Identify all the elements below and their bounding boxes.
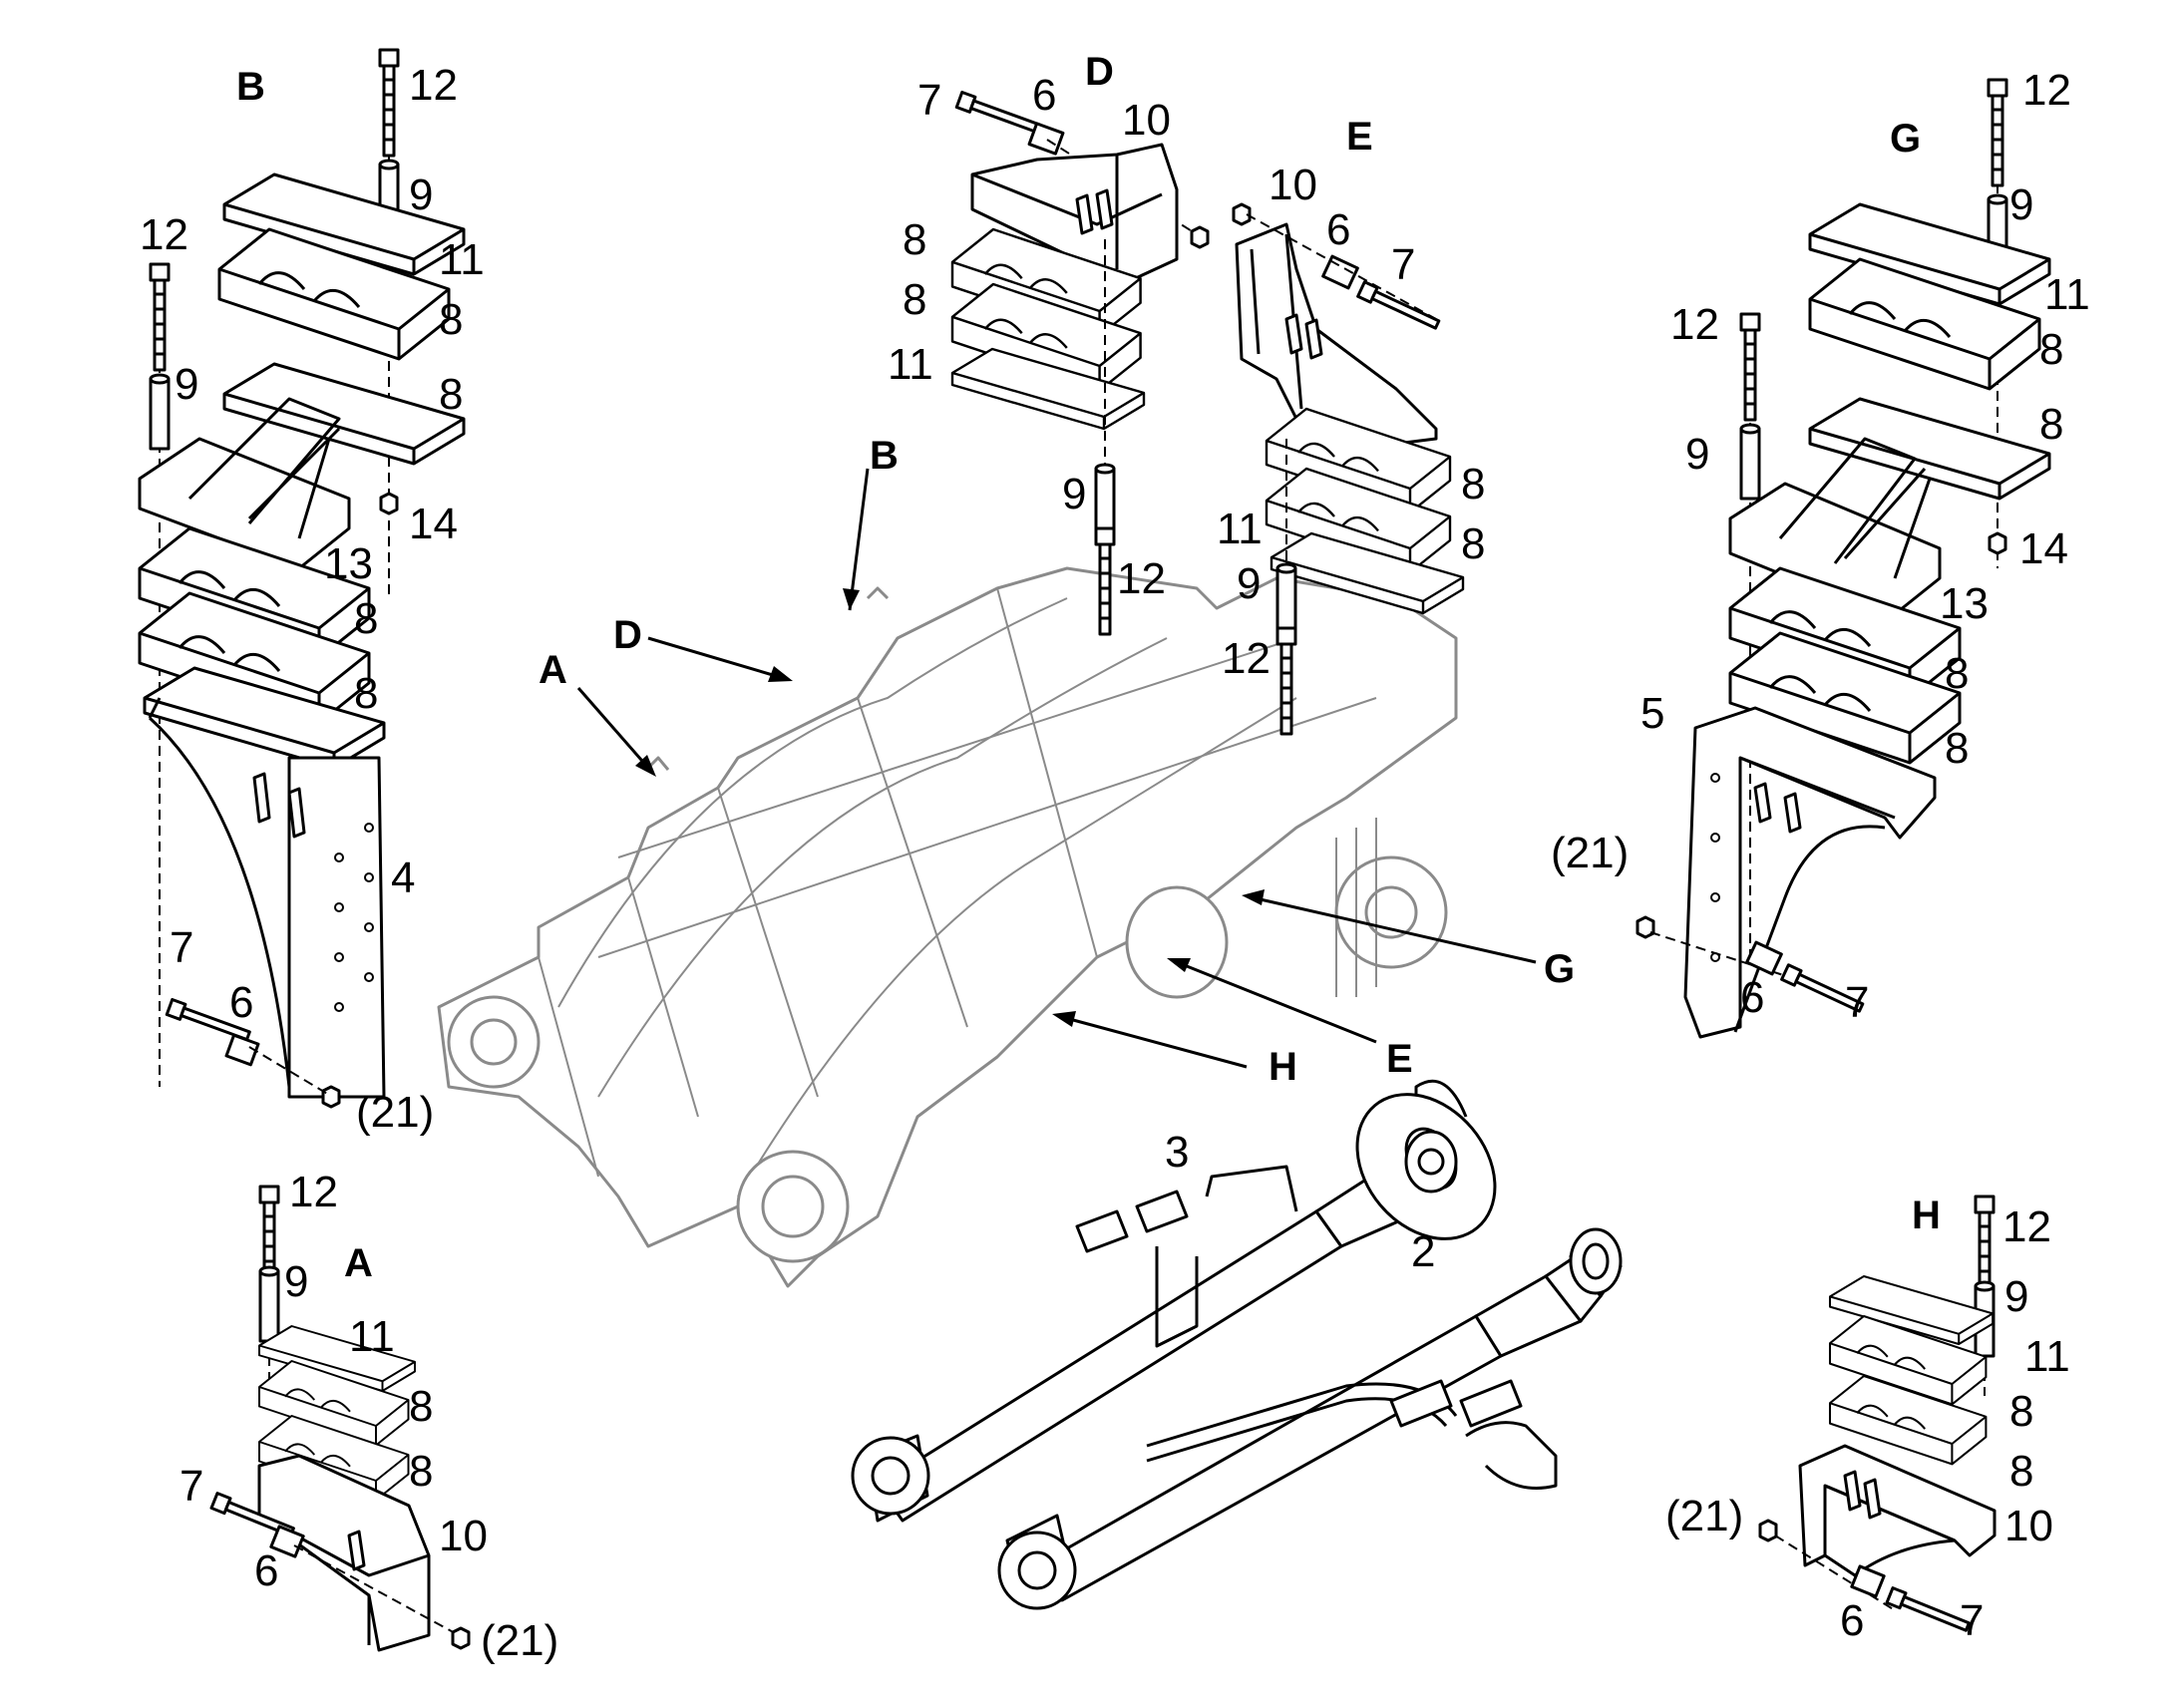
part-number-label: 11 xyxy=(439,235,485,284)
part-number-label: 8 xyxy=(2039,325,2063,374)
part-number-label: 8 xyxy=(409,1447,433,1496)
callout-e: E xyxy=(1386,1037,1413,1081)
boom-assembly xyxy=(437,566,1458,1288)
part-number-label: 8 xyxy=(1461,519,1485,568)
part-number-label: 9 xyxy=(1237,559,1261,608)
part-number-label: 14 xyxy=(409,500,458,548)
callout-g: G xyxy=(1544,947,1575,991)
part-number-label: 8 xyxy=(1945,649,1969,698)
part-number-label: 8 xyxy=(2009,1447,2033,1496)
part-number-label: 14 xyxy=(2019,524,2068,573)
part-number-label: 7 xyxy=(1845,978,1869,1027)
part-number-label: 12 xyxy=(1117,554,1166,603)
part-number-label: (21) xyxy=(356,1088,434,1137)
part-number-label: 12 xyxy=(2022,66,2071,115)
part-number-label: 7 xyxy=(170,923,193,972)
part-number-label: 12 xyxy=(409,61,458,110)
part-number-label: 10 xyxy=(439,1512,488,1560)
callout-h: H xyxy=(1269,1045,1297,1089)
part-number-label: 8 xyxy=(409,1382,433,1431)
part-number-label: 6 xyxy=(1326,205,1350,254)
part-number-label: 8 xyxy=(1461,460,1485,509)
part-number-label: 12 xyxy=(140,210,188,259)
part-number-label: 6 xyxy=(1840,1596,1864,1645)
part-number-label: 10 xyxy=(1269,161,1317,209)
part-number-label: 8 xyxy=(354,669,378,718)
view-e-title: E xyxy=(1346,115,1373,159)
part-number-label: 9 xyxy=(1685,430,1709,479)
view-g: G 12 9 11 8 12 8 9 14 13 5 8 8 (21) 6 7 xyxy=(1551,66,2090,1039)
part-number-label: 11 xyxy=(349,1312,395,1361)
view-e: E 10 6 7 8 11 8 9 12 xyxy=(1217,115,1485,736)
part-number-label: (21) xyxy=(1551,829,1629,877)
part-number-label: 9 xyxy=(175,360,198,409)
part-number-label: 11 xyxy=(2044,270,2090,319)
callout-b: B xyxy=(870,434,899,478)
view-d-title: D xyxy=(1085,50,1114,94)
view-g-title: G xyxy=(1890,117,1921,161)
part-number-label: 10 xyxy=(2004,1502,2053,1550)
part-number-label: (21) xyxy=(481,1616,558,1665)
part-number-label: 8 xyxy=(354,594,378,643)
part-number-label: 12 xyxy=(1670,300,1719,349)
part-number-label: 8 xyxy=(439,370,463,419)
part-number-label: 6 xyxy=(229,978,253,1027)
part-number-label: (21) xyxy=(1665,1492,1743,1540)
part-number-label: 11 xyxy=(1217,505,1263,553)
part-number-label: 8 xyxy=(439,295,463,344)
part-number-label: 8 xyxy=(903,275,926,324)
view-a: A 12 9 11 8 8 7 10 6 (21) xyxy=(180,1168,558,1665)
part-number-label: 13 xyxy=(324,539,373,588)
part-number-label: 8 xyxy=(903,215,926,264)
cylinder-3-label: 3 xyxy=(1165,1128,1189,1177)
part-number-label: 7 xyxy=(1391,240,1415,289)
part-number-label: 7 xyxy=(180,1462,203,1511)
part-number-label: 13 xyxy=(1940,579,1989,628)
view-h-title: H xyxy=(1912,1194,1941,1237)
part-number-label: 12 xyxy=(1222,634,1271,683)
part-number-label: 7 xyxy=(917,76,941,125)
part-number-label: 8 xyxy=(2009,1387,2033,1436)
view-b-title: B xyxy=(236,65,265,109)
part-number-label: 6 xyxy=(1740,973,1764,1022)
part-number-label: 8 xyxy=(2039,400,2063,449)
part-number-label: 4 xyxy=(391,854,415,902)
cylinder-3: 3 xyxy=(851,1079,1497,1523)
view-b: B 12 9 11 8 8 12 9 14 13 8 8 4 7 6 (21) xyxy=(138,48,485,1137)
view-d: D 7 6 10 8 8 11 9 12 xyxy=(888,50,1210,636)
part-number-label: 11 xyxy=(2024,1332,2070,1381)
view-a-title: A xyxy=(344,1241,373,1285)
view-h: H 12 9 11 8 8 (21) 10 6 7 xyxy=(1665,1194,2070,1645)
callout-d: D xyxy=(613,613,642,657)
cylinder-2: 2 xyxy=(997,1227,1623,1610)
part-number-label: 11 xyxy=(888,340,933,389)
part-number-label: 12 xyxy=(2002,1202,2051,1251)
part-number-label: 9 xyxy=(284,1257,308,1306)
part-number-label: 8 xyxy=(1945,724,1969,773)
part-number-label: 6 xyxy=(1032,71,1056,120)
cylinder-2-label: 2 xyxy=(1411,1227,1435,1276)
part-number-label: 6 xyxy=(254,1546,278,1595)
part-number-label: 12 xyxy=(289,1168,338,1216)
boom-callouts: B D A G E H xyxy=(539,434,1575,1089)
part-number-label: 9 xyxy=(2009,180,2033,229)
callout-a: A xyxy=(539,648,567,692)
part-number-label: 5 xyxy=(1640,689,1664,738)
part-number-label: 9 xyxy=(2004,1272,2028,1321)
part-number-label: 9 xyxy=(1062,470,1086,518)
part-number-label: 10 xyxy=(1122,96,1171,145)
part-number-label: 7 xyxy=(1960,1596,1984,1645)
part-number-label: 9 xyxy=(409,171,433,219)
